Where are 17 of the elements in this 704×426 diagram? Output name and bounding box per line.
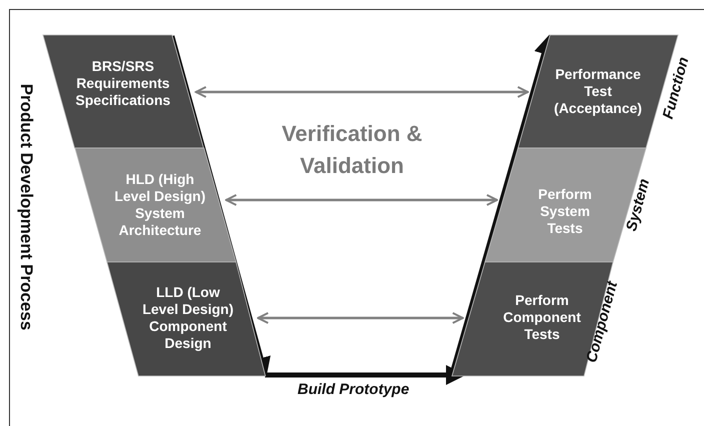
- node-text: LLD (Low Level Design) Component Design: [141, 284, 234, 352]
- process-band: [43, 35, 204, 148]
- edge-label: Build Prototype: [296, 381, 412, 398]
- process-band: [106, 262, 265, 376]
- arrow: [257, 312, 464, 324]
- arrow: [194, 86, 529, 98]
- text-label: Verification & Validation: [280, 120, 424, 180]
- text-label: Product Development Process: [16, 84, 36, 330]
- arrow: [225, 194, 498, 206]
- node-text: Perform System Tests: [537, 186, 593, 237]
- node-text: Performance Test (Acceptance): [553, 66, 643, 117]
- node-text: Perform Component Tests: [502, 292, 582, 343]
- text-label: System: [622, 177, 654, 233]
- node-text: BRS/SRS Requirements Specifications: [74, 58, 172, 109]
- node-text: HLD (High Level Design) System Architecture: [113, 171, 206, 239]
- text-label: Function: [660, 55, 692, 121]
- process-band: [74, 148, 236, 262]
